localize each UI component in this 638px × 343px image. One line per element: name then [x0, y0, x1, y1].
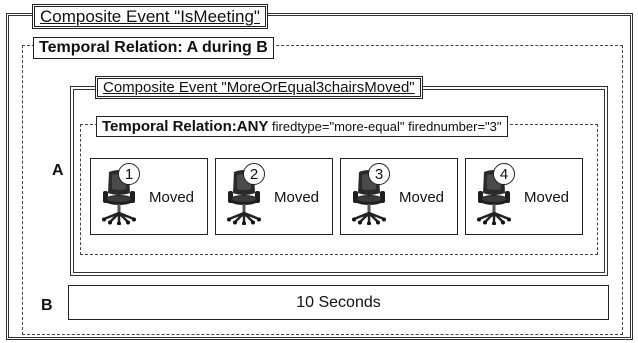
- chair-moved-label: Moved: [524, 189, 570, 206]
- inner-event-label: Composite Event "MoreOrEqual3chairsMoved…: [95, 76, 423, 99]
- outer-event-frame: [6, 13, 633, 340]
- chair-number-badge: 4: [493, 163, 515, 185]
- duration-box: 10 Seconds: [68, 285, 609, 320]
- outer-relation-frame: [22, 45, 623, 335]
- inner-relation-title: Temporal Relation:ANY: [102, 118, 269, 135]
- chair-moved-label: Moved: [149, 189, 195, 206]
- chair-number-badge: 1: [118, 163, 140, 185]
- part-b-label: B: [41, 297, 53, 314]
- chair-number-badge: 2: [243, 163, 265, 185]
- outer-event-label: Composite Event "IsMeeting": [32, 4, 268, 29]
- outer-relation-label: Temporal Relation: A during B: [33, 37, 274, 59]
- inner-relation-label: Temporal Relation:ANY firedtype="more-eq…: [96, 116, 508, 137]
- chair-moved-label: Moved: [399, 189, 445, 206]
- part-a-label: A: [52, 162, 64, 179]
- inner-relation-params: firedtype="more-equal" firednumber="3": [272, 119, 502, 134]
- duration-text: 10 Seconds: [296, 294, 381, 311]
- chair-moved-label: Moved: [274, 189, 320, 206]
- chair-number-badge: 3: [368, 163, 390, 185]
